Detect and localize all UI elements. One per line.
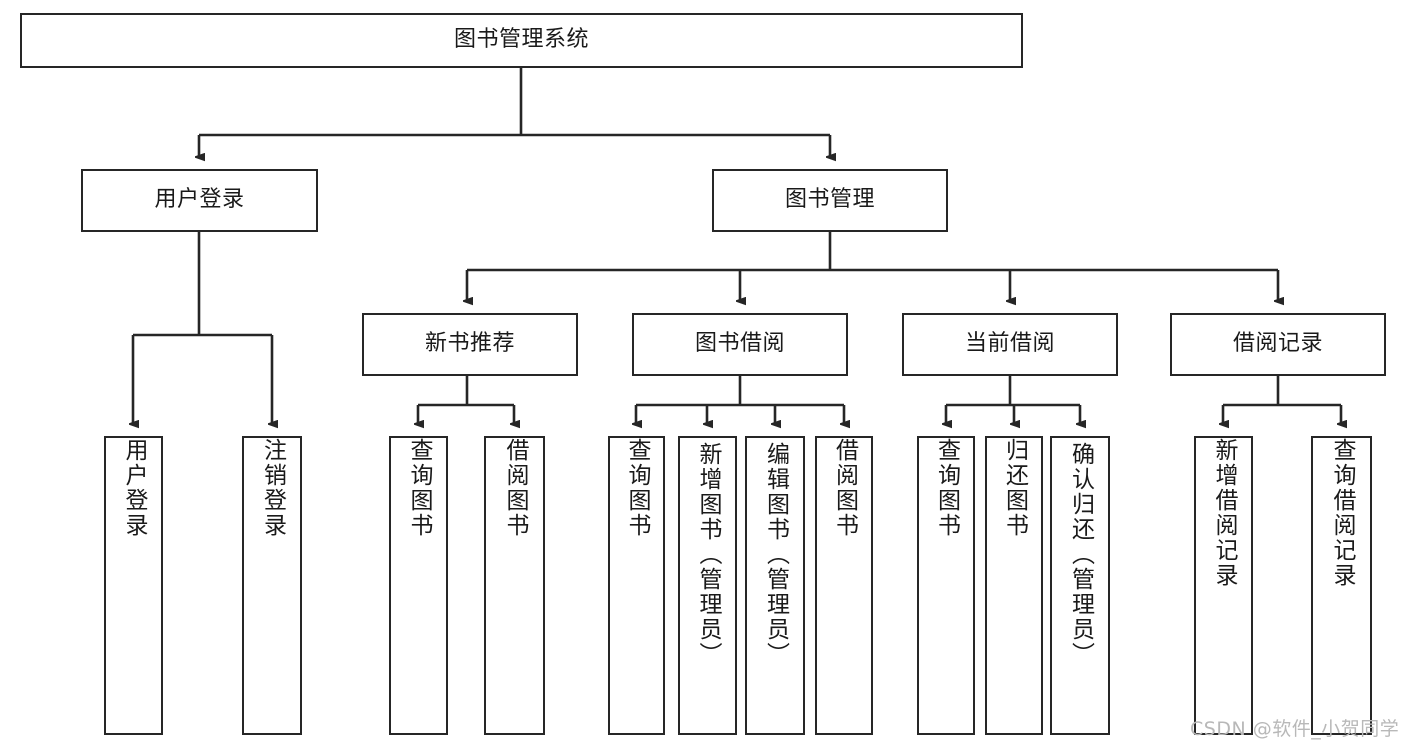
- node-root[interactable]: 图书管理系统: [20, 13, 1023, 68]
- leaf-edit-book[interactable]: 编辑图书（管理员）: [745, 436, 805, 735]
- node-book-manage-label: 图书管理: [784, 187, 875, 213]
- node-current-borrow-label: 当前借阅: [964, 331, 1055, 357]
- node-current-borrow[interactable]: 当前借阅: [902, 313, 1118, 376]
- node-borrow-record-label: 借阅记录: [1232, 331, 1323, 357]
- node-new-book-recommend[interactable]: 新书推荐: [362, 313, 578, 376]
- leaf-query-book-1[interactable]: 查询图书: [389, 436, 448, 735]
- node-book-borrow[interactable]: 图书借阅: [632, 313, 848, 376]
- csdn-watermark: CSDN @软件_小贺同学: [1190, 718, 1400, 740]
- leaf-query-book-2-label: 查询图书: [624, 438, 650, 538]
- leaf-return-book-label: 归还图书: [1001, 438, 1028, 538]
- leaf-user-logout[interactable]: 注销登录: [242, 436, 302, 735]
- leaf-confirm-return-label: 确认归还（管理员）: [1067, 442, 1094, 667]
- leaf-add-record-label: 新增借阅记录: [1211, 438, 1237, 588]
- leaf-query-book-3-label: 查询图书: [933, 438, 960, 538]
- leaf-borrow-book-2[interactable]: 借阅图书: [815, 436, 873, 735]
- leaf-add-book[interactable]: 新增图书（管理员）: [678, 436, 737, 735]
- leaf-return-book[interactable]: 归还图书: [985, 436, 1043, 735]
- node-borrow-record[interactable]: 借阅记录: [1170, 313, 1386, 376]
- node-new-book-recommend-label: 新书推荐: [424, 331, 515, 357]
- leaf-query-book-1-label: 查询图书: [406, 438, 432, 538]
- leaf-add-book-label: 新增图书（管理员）: [695, 442, 721, 667]
- leaf-user-login[interactable]: 用户登录: [104, 436, 163, 735]
- leaf-query-record[interactable]: 查询借阅记录: [1311, 436, 1372, 735]
- leaf-query-book-2[interactable]: 查询图书: [608, 436, 665, 735]
- leaf-user-logout-label: 注销登录: [259, 438, 286, 538]
- node-root-label: 图书管理系统: [453, 27, 589, 53]
- leaf-add-record[interactable]: 新增借阅记录: [1194, 436, 1253, 735]
- node-user-login-label: 用户登录: [154, 187, 245, 213]
- leaf-query-book-3[interactable]: 查询图书: [917, 436, 975, 735]
- leaf-user-login-label: 用户登录: [121, 438, 147, 538]
- leaf-borrow-book-1[interactable]: 借阅图书: [484, 436, 545, 735]
- node-book-manage[interactable]: 图书管理: [712, 169, 948, 232]
- leaf-borrow-book-2-label: 借阅图书: [831, 438, 858, 538]
- node-book-borrow-label: 图书借阅: [694, 331, 785, 357]
- leaf-borrow-book-1-label: 借阅图书: [502, 438, 528, 538]
- leaf-edit-book-label: 编辑图书（管理员）: [762, 442, 789, 667]
- leaf-confirm-return[interactable]: 确认归还（管理员）: [1050, 436, 1110, 735]
- node-user-login[interactable]: 用户登录: [81, 169, 318, 232]
- leaf-query-record-label: 查询借阅记录: [1329, 438, 1355, 588]
